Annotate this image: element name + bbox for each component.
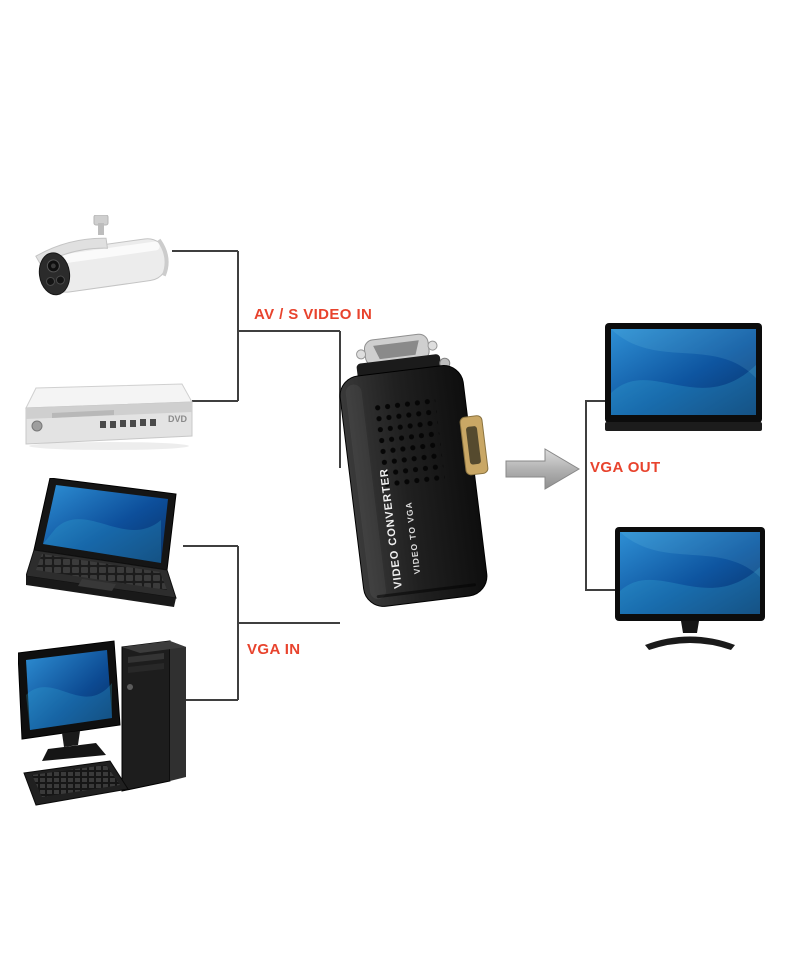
output-monitor-top-image (605, 323, 762, 431)
vga-input-bracket-lines (183, 545, 340, 701)
vga-out-label: VGA OUT (590, 459, 661, 476)
av-input-bracket-lines (172, 250, 341, 468)
vga-output-bracket-lines (585, 400, 617, 591)
output-monitor-bottom-image (615, 527, 765, 652)
vga-out-arrow-icon (505, 448, 580, 490)
cctv-camera-image (28, 215, 178, 310)
dvd-front-buttons (100, 419, 156, 428)
desktop-computer-image (18, 633, 190, 818)
dvd-badge: DVD (168, 414, 188, 424)
dvd-player-image: DVD (22, 358, 197, 453)
dvd-power-button (31, 420, 43, 432)
video-converter-image: VIDEO CONVERTER VIDEO TO VGA (333, 322, 493, 622)
monitor-bottom-screen (620, 532, 760, 614)
vent-holes (373, 396, 446, 492)
vga-in-label: VGA IN (247, 641, 301, 658)
laptop-keyboard (36, 554, 167, 590)
camera-lens-face (38, 252, 71, 296)
vga-port-side (459, 415, 489, 476)
av-s-video-in-label: AV / S VIDEO IN (254, 306, 373, 323)
laptop-screen (43, 485, 168, 563)
monitor-top-screen (611, 329, 756, 415)
desktop-monitor-screen (26, 650, 112, 730)
laptop-image (26, 478, 188, 628)
